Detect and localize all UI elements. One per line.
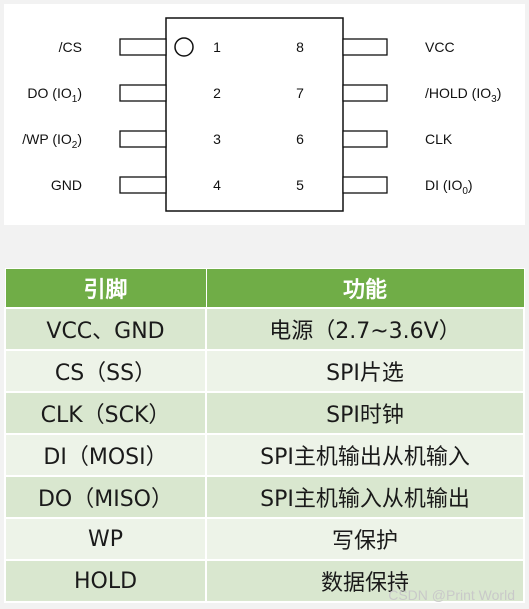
pin-label-6: CLK bbox=[425, 131, 453, 147]
chip-body bbox=[165, 17, 344, 212]
pin-label-7: /HOLD (IO3) bbox=[425, 85, 501, 105]
pin-number-1: 1 bbox=[213, 39, 221, 55]
header-pin: 引脚 bbox=[4, 268, 207, 309]
pin-lead-left-4 bbox=[119, 176, 167, 194]
pin-lead-left-2 bbox=[119, 84, 167, 102]
pin-cell: HOLD bbox=[4, 559, 207, 603]
pin-number-5: 5 bbox=[296, 177, 304, 193]
pin-label-5: DI (IO0) bbox=[425, 177, 473, 197]
table-row: HOLD 数据保持 bbox=[4, 559, 525, 603]
function-cell: 数据保持 bbox=[205, 559, 525, 603]
table-row: DO（MISO） SPI主机输入从机输出 bbox=[4, 475, 525, 519]
pin-cell: CS（SS） bbox=[4, 349, 207, 393]
pin-label-2: DO (IO1) bbox=[27, 85, 82, 105]
pin-lead-right-8 bbox=[342, 38, 388, 56]
pin-lead-right-5 bbox=[342, 176, 388, 194]
pin-label-8: VCC bbox=[425, 39, 455, 55]
pin-label-1: /CS bbox=[59, 39, 82, 55]
table-header-row: 引脚 功能 bbox=[4, 268, 525, 309]
pin-label-3: /WP (IO2) bbox=[22, 131, 82, 151]
table-row: CS（SS） SPI片选 bbox=[4, 349, 525, 393]
header-function: 功能 bbox=[205, 268, 525, 309]
pin-number-3: 3 bbox=[213, 131, 221, 147]
function-cell: SPI时钟 bbox=[205, 391, 525, 435]
pin-number-7: 7 bbox=[296, 85, 304, 101]
pin-lead-left-1 bbox=[119, 38, 167, 56]
pin-lead-right-6 bbox=[342, 130, 388, 148]
pin-number-2: 2 bbox=[213, 85, 221, 101]
function-cell: SPI主机输出从机输入 bbox=[205, 433, 525, 477]
table-row: DI（MOSI） SPI主机输出从机输入 bbox=[4, 433, 525, 477]
function-cell: SPI片选 bbox=[205, 349, 525, 393]
pin-cell: VCC、GND bbox=[4, 307, 207, 351]
pin-cell: DO（MISO） bbox=[4, 475, 207, 519]
watermark: CSDN @Print World bbox=[388, 587, 515, 603]
pin-lead-right-7 bbox=[342, 84, 388, 102]
function-cell: 写保护 bbox=[205, 517, 525, 561]
function-cell: 电源（2.7~3.6V） bbox=[205, 307, 525, 351]
pin-number-6: 6 bbox=[296, 131, 304, 147]
pin-cell: CLK（SCK） bbox=[4, 391, 207, 435]
pin-cell: DI（MOSI） bbox=[4, 433, 207, 477]
chip-pinout-diagram: 1/CS 2 DO (IO1) 3/WP (IO2) 4 GND 8 VCC 7/HOLD (I… bbox=[22, 17, 501, 212]
table-row: CLK（SCK） SPI时钟 bbox=[4, 391, 525, 435]
chip-diagram-panel: 1/CS 2 DO (IO1) 3/WP (IO2) 4 GND 8 VCC 7/HOLD (I… bbox=[4, 4, 525, 225]
pin-number-4: 4 bbox=[213, 177, 221, 193]
function-cell: SPI主机输入从机输出 bbox=[205, 475, 525, 519]
pin1-indicator bbox=[174, 37, 194, 57]
table-row: VCC、GND 电源（2.7~3.6V） bbox=[4, 307, 525, 351]
pin-label-4: GND bbox=[51, 177, 82, 193]
pin-cell: WP bbox=[4, 517, 207, 561]
table-row: WP 写保护 bbox=[4, 517, 525, 561]
pin-lead-left-3 bbox=[119, 130, 167, 148]
pin-function-table: 引脚 功能 VCC、GND 电源（2.7~3.6V） CS（SS） SPI片选 … bbox=[4, 268, 525, 603]
pin-number-8: 8 bbox=[296, 39, 304, 55]
